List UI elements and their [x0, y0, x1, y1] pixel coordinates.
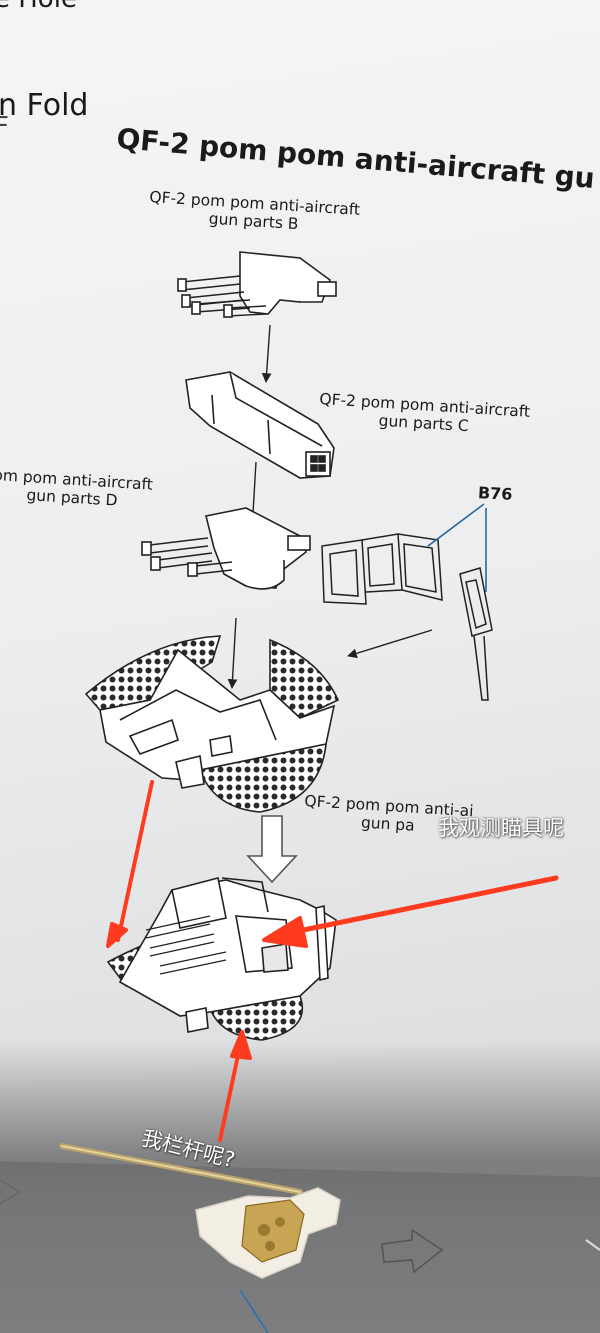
red-annotation-arrows — [106, 780, 559, 1142]
left-step-arrow-icon — [0, 1179, 22, 1205]
turret-base-drawing — [84, 635, 340, 813]
model-part-photo — [59, 1143, 341, 1279]
next-step-arrow-icon — [381, 1228, 444, 1274]
parts-c-drawing — [185, 371, 335, 479]
step-down-arrow-icon — [246, 815, 298, 884]
completed-assembly-drawing — [106, 877, 337, 1041]
parts-b-drawing — [177, 251, 337, 318]
corner-text-fold: n Fold — [0, 88, 89, 123]
b76-frame-drawing — [321, 503, 493, 701]
annotation-sight-question: 我观测瞄具呢 — [438, 816, 564, 840]
desk-background — [0, 1040, 600, 1333]
corner-text-f: F — [0, 112, 9, 142]
corner-text-hole: e Hole — [0, 0, 77, 14]
parts-d-drawing — [141, 507, 311, 590]
